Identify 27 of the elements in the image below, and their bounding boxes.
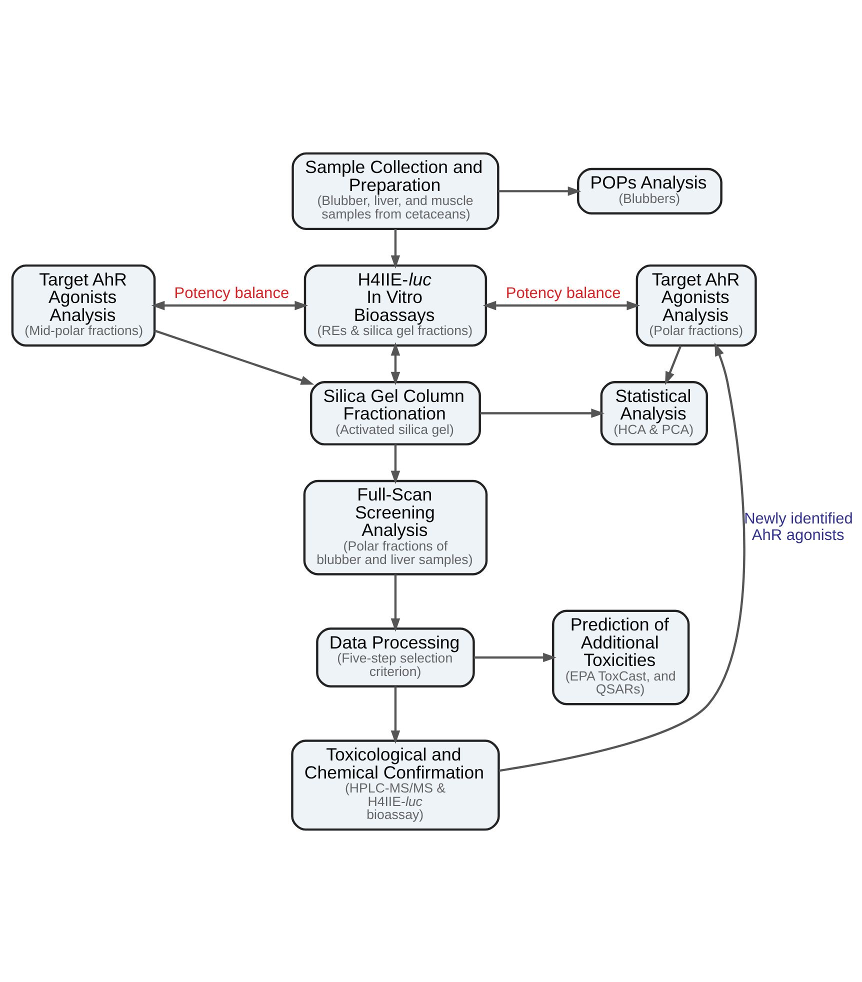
node-box: POPs Analysis (Blubbers): [577, 167, 722, 214]
edge-label: Potency balance: [506, 284, 621, 302]
node-box: H4IIE-luc In Vitro Bioassays (REs & silica gel fractions): [304, 264, 488, 346]
node-box: Toxicological and Chemical Confirmation (HPLC-MS/MS & H4IIE-luc bioassay): [291, 739, 500, 830]
edge-label: Newly identified AhR agonists: [744, 510, 853, 544]
node-box: Target AhR Agonists Analysis (Mid-polar fractions): [11, 264, 156, 346]
arrow: [498, 186, 582, 196]
arrow: [390, 342, 400, 385]
node-box: Prediction of Additional Toxicities (EPA ToxCast, and QSARs): [552, 609, 690, 705]
node-box: Data Processing (Five-step selection criterion): [316, 627, 475, 687]
edge-label: Potency balance: [174, 284, 290, 302]
node-box: Silica Gel Column Fractionation (Activated silica gel): [310, 380, 481, 445]
arrow: [474, 652, 556, 662]
node-box: Target AhR Agonists Analysis (Polar fractions): [636, 264, 757, 346]
node-box: Statistical Analysis (HCA & PCA): [600, 380, 708, 445]
arrow: [390, 444, 400, 484]
arrow: [151, 300, 308, 310]
arrow: [665, 344, 682, 384]
node-box: Full-Scan Screening Analysis (Polar fractions of blubber and liver samples): [303, 479, 488, 575]
node-box: Sample Collection and Preparation (Blubber, liver, and muscle samples from cetaceans): [292, 152, 500, 230]
arrow: [390, 574, 400, 632]
arrow: [390, 686, 400, 744]
arrow: [154, 329, 314, 384]
arrow: [390, 228, 400, 268]
arrow: [482, 300, 640, 310]
arrow: [498, 342, 746, 772]
arrow: [480, 408, 605, 418]
